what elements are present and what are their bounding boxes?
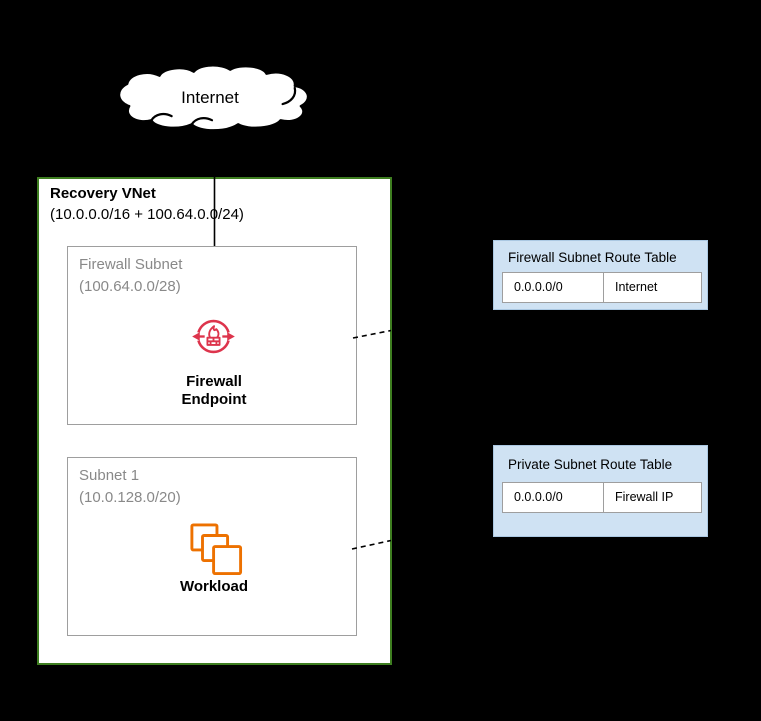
internet-label: Internet — [181, 88, 239, 107]
firewall-endpoint-label: Firewall Endpoint — [181, 373, 247, 408]
route-row: 0.0.0.0/0 Internet — [502, 272, 702, 303]
subnet-1-box: Subnet 1 (10.0.128.0/20) Workload — [67, 457, 357, 636]
firewall-subnet-route-table: Firewall Subnet Route Table 0.0.0.0/0 In… — [493, 240, 708, 310]
internet-cloud: Internet — [99, 60, 327, 136]
subnet-name: Subnet 1 — [79, 467, 140, 484]
private-subnet-route-table: Private Subnet Route Table 0.0.0.0/0 Fir… — [493, 445, 708, 537]
vnet-title: Recovery VNet — [50, 185, 156, 202]
route-table-title: Firewall Subnet Route Table — [508, 250, 677, 265]
route-destination: 0.0.0.0/0 — [503, 483, 604, 512]
subnet-cidr: (100.64.0.0/28) — [79, 278, 181, 295]
subnet-cidr: (10.0.128.0/20) — [79, 489, 181, 506]
firewall-subnet-box: Firewall Subnet (100.64.0.0/28) — [67, 246, 357, 425]
route-next-hop: Firewall IP — [615, 490, 674, 504]
route-table-title: Private Subnet Route Table — [508, 457, 673, 472]
workload-icon — [190, 523, 243, 576]
vnet-cidr: (10.0.0.0/16 + 100.64.0.0/24) — [50, 206, 244, 223]
subnet-name: Firewall Subnet — [79, 256, 183, 273]
route-next-hop: Internet — [615, 280, 658, 294]
workload-label: Workload — [179, 578, 249, 595]
cloud-icon — [118, 64, 310, 132]
route-row: 0.0.0.0/0 Firewall IP — [502, 482, 702, 513]
firewall-endpoint-icon — [192, 319, 235, 354]
vnet-box: Recovery VNet (10.0.0.0/16 + 100.64.0.0/… — [37, 177, 392, 665]
route-destination: 0.0.0.0/0 — [503, 273, 604, 302]
